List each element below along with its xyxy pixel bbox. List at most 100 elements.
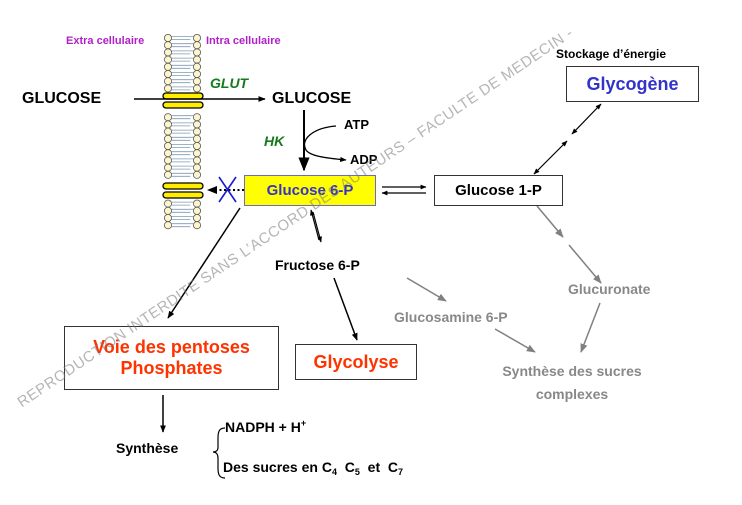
complex-sugars-line1: Synthèse des sucres	[502, 363, 642, 379]
phospholipid-head	[163, 199, 172, 208]
phospholipid-head	[192, 170, 201, 179]
phospholipid-head	[163, 84, 172, 93]
lipid-tails	[171, 208, 194, 213]
phospholipid-head	[192, 199, 201, 208]
g6p-f6p-equilibrium-arrows	[310, 209, 322, 243]
synthesis-label: Synthèse	[116, 440, 179, 456]
sub-7: 7	[398, 467, 404, 477]
nadph-product: NADPH + H+	[225, 418, 307, 435]
phospholipid-head	[163, 221, 172, 230]
lipid-tails	[171, 50, 194, 55]
lipid-tails	[171, 122, 194, 127]
lipid-tails	[171, 72, 194, 76]
lipid-tails	[171, 115, 194, 120]
phospholipid-head	[163, 55, 172, 64]
glycogen-label: Glycogène	[586, 73, 679, 94]
glucosamine-label: Glucosamine 6-P	[394, 309, 508, 325]
phospholipid-head	[192, 149, 201, 158]
sub-4: 4	[331, 467, 337, 477]
et-word: et	[367, 459, 381, 475]
lipid-tails	[171, 144, 194, 148]
c5-letter: C	[344, 459, 355, 475]
glut-transporter	[162, 92, 204, 109]
cell-membrane	[163, 34, 201, 230]
glut-label: GLUT	[210, 75, 249, 91]
extracellular-label: Extra cellulaire	[66, 35, 145, 47]
lipid-tails	[171, 43, 194, 48]
pentoses-line1: Voie des pentoses	[93, 337, 250, 358]
phospholipid-head	[192, 213, 201, 222]
hexokinase-label: HK	[264, 133, 285, 149]
lipid-tails	[171, 64, 194, 69]
block-cross-icon	[218, 176, 237, 203]
glucose-intracellular: GLUCOSE	[272, 90, 352, 107]
g6p-g1p-equilibrium-arrows	[381, 184, 427, 196]
adp-label: ADP	[350, 152, 378, 167]
lipid-tails	[171, 201, 194, 206]
lipid-tails	[171, 136, 194, 141]
nadph-text: NADPH + H	[225, 419, 301, 435]
phospholipid-head	[192, 70, 201, 79]
lipid-tails	[171, 158, 194, 163]
synthesis-brace	[212, 427, 226, 479]
f6p-label: Fructose 6-P	[275, 257, 360, 273]
phospholipid-head	[192, 141, 201, 150]
phospholipid-head	[192, 221, 201, 230]
g6p-label: Glucose 6-P	[266, 182, 354, 199]
phospholipid-head	[192, 206, 201, 215]
sugars-product: Des sucres en C4 C5 et C7	[223, 460, 403, 477]
glucose-1-phosphate-node: Glucose 1-P	[434, 175, 563, 206]
phospholipid-head	[163, 156, 172, 165]
glucuronate-label: Glucuronate	[568, 281, 651, 297]
phospholipid-head	[163, 48, 172, 57]
sub-5: 5	[354, 467, 360, 477]
lipid-tails	[171, 172, 194, 177]
phospholipid-head	[192, 163, 201, 172]
glucose-6-phosphate-node: Glucose 6-P	[244, 175, 376, 206]
phospholipid-head	[163, 113, 172, 122]
lipid-tails	[171, 86, 194, 91]
phospholipid-head	[192, 120, 201, 129]
c7-letter: C	[387, 459, 399, 475]
phospholipid-head	[192, 113, 201, 122]
glycogen-node: Glycogène	[566, 66, 699, 102]
glycolysis-label: Glycolyse	[313, 351, 399, 372]
f6p-to-glycolyse-arrow	[333, 277, 358, 341]
phospholipid-head	[192, 156, 201, 165]
phospholipid-head	[163, 206, 172, 215]
g6p-to-pentoses-arrow	[167, 207, 241, 319]
complex-sugars-line2: complexes	[535, 386, 609, 402]
nadph-sup: +	[300, 418, 307, 428]
phospholipid-head	[192, 41, 201, 50]
intracellular-label: Intra cellulaire	[206, 35, 281, 47]
gray-pathway-arrows	[406, 205, 602, 353]
pentoses-line2: Phosphates	[120, 358, 223, 378]
lipid-tails	[171, 151, 194, 156]
lipid-tails	[171, 216, 194, 220]
lipid-tails	[171, 57, 194, 62]
phospholipid-head	[192, 127, 201, 136]
phospholipid-head	[163, 170, 172, 179]
lipid-tails	[171, 36, 194, 40]
phospholipid-head	[163, 213, 172, 222]
phospholipid-head	[163, 127, 172, 136]
phospholipid-head	[163, 134, 172, 143]
lipid-tails	[171, 165, 194, 170]
glycolysis-node: Glycolyse	[295, 344, 417, 380]
glucose-extracellular: GLUCOSE	[22, 90, 102, 107]
phospholipid-head	[163, 149, 172, 158]
energy-storage-label: Stockage d’énergie	[556, 47, 667, 61]
lipid-tails	[171, 223, 194, 228]
g1p-glycogen-arrows	[533, 103, 602, 175]
g1p-label: Glucose 1-P	[455, 182, 542, 199]
phospholipid-head	[192, 62, 201, 71]
phospholipid-head	[192, 34, 201, 43]
pentose-phosphate-pathway-node: Voie des pentoses Phosphates	[64, 326, 279, 390]
sugars-prefix: Des sucres en C	[223, 459, 332, 475]
phospholipid-head	[192, 55, 201, 64]
lipid-tails	[171, 129, 194, 134]
phospholipid-head	[163, 141, 172, 150]
phospholipid-head	[163, 62, 172, 71]
g6p-exit-channel	[162, 182, 204, 199]
